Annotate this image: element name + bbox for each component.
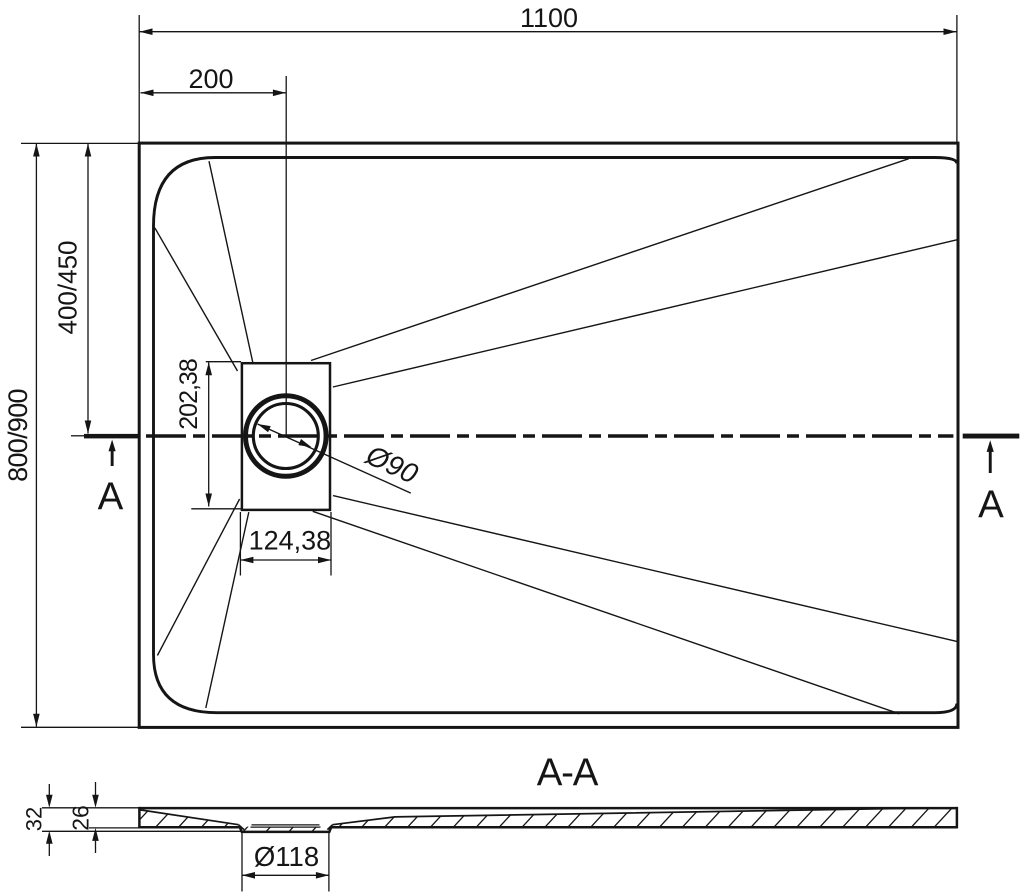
svg-text:202,38: 202,38 [175, 359, 203, 430]
svg-text:124,38: 124,38 [249, 526, 332, 556]
svg-text:A: A [98, 475, 124, 518]
svg-text:400/450: 400/450 [52, 241, 82, 335]
svg-text:A: A [978, 484, 1004, 527]
svg-text:A-A: A-A [537, 752, 599, 795]
svg-text:Ø118: Ø118 [254, 841, 319, 872]
svg-text:32: 32 [22, 807, 47, 831]
svg-text:800/900: 800/900 [3, 389, 33, 482]
svg-text:26: 26 [67, 805, 93, 831]
svg-text:200: 200 [188, 64, 233, 94]
svg-text:1100: 1100 [520, 3, 578, 33]
